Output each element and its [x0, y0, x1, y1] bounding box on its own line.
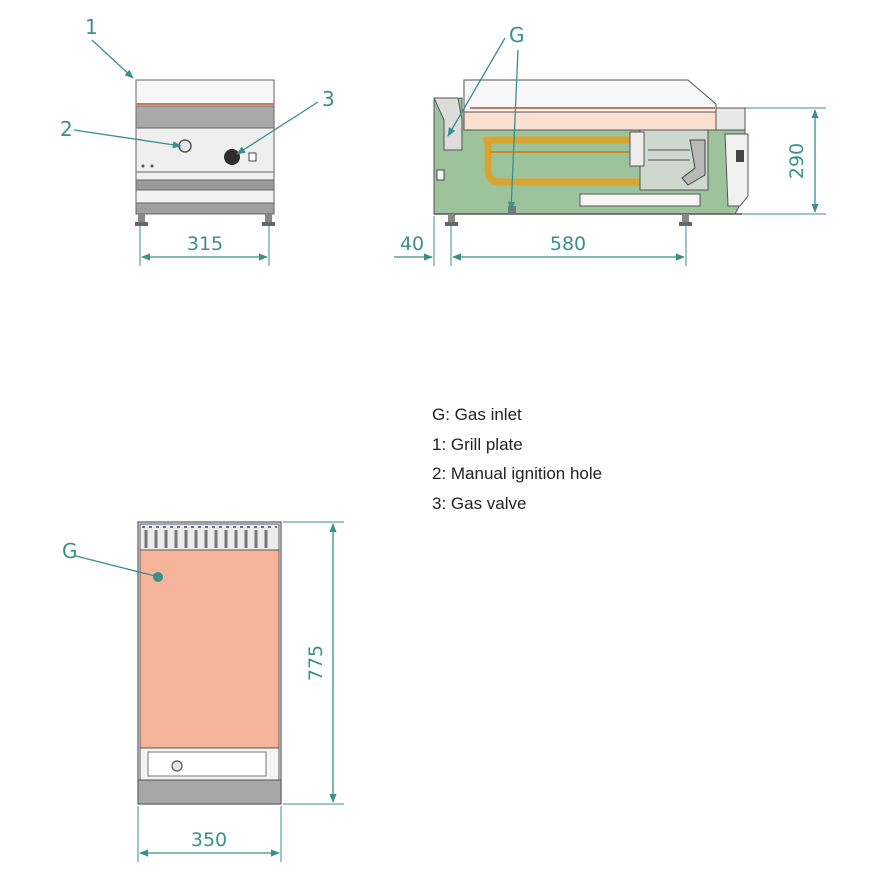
dimension-side-offset-label: 40 — [400, 233, 424, 255]
callout-1: 1 — [85, 15, 134, 79]
callout-g-side-label: G — [509, 23, 525, 47]
legend-item-gas-valve: 3: Gas valve — [432, 493, 527, 513]
legend-item-manual-ignition-hole: 2: Manual ignition hole — [432, 464, 603, 483]
front-view — [135, 79, 275, 226]
dimension-front-width-label: 315 — [187, 233, 223, 255]
dimension-front-width: 315 — [139, 226, 270, 266]
dimension-side-depth: 580 — [452, 226, 687, 266]
callout-3: 3 — [236, 87, 335, 155]
dimension-height-label: 290 — [786, 143, 808, 179]
legend: G: Gas inlet 1: Grill plate 2: Manual ig… — [432, 400, 602, 518]
callout-3-label: 3 — [322, 87, 335, 111]
callout-g-top-label: G — [62, 539, 78, 563]
callout-g-top: G — [62, 539, 163, 582]
dimension-top-length-label: 775 — [305, 645, 327, 681]
dimension-height: 290 — [742, 107, 826, 215]
dimension-top-width: 350 — [137, 806, 282, 862]
callout-1-label: 1 — [85, 15, 98, 39]
grill-vents — [142, 526, 277, 548]
legend-item-gas-inlet: G: Gas inlet — [432, 405, 522, 424]
callout-g-side: G — [447, 23, 525, 211]
dimension-side-depth-label: 580 — [550, 233, 586, 255]
dimension-side-offset: 40 — [394, 216, 452, 266]
callout-2: 2 — [60, 117, 182, 149]
top-view — [137, 521, 282, 805]
callout-2-label: 2 — [60, 117, 73, 141]
legend-item-grill-plate: 1: Grill plate — [432, 434, 523, 454]
side-view — [433, 79, 749, 226]
dimension-top-length: 775 — [283, 521, 344, 805]
dimension-top-width-label: 350 — [191, 829, 227, 851]
